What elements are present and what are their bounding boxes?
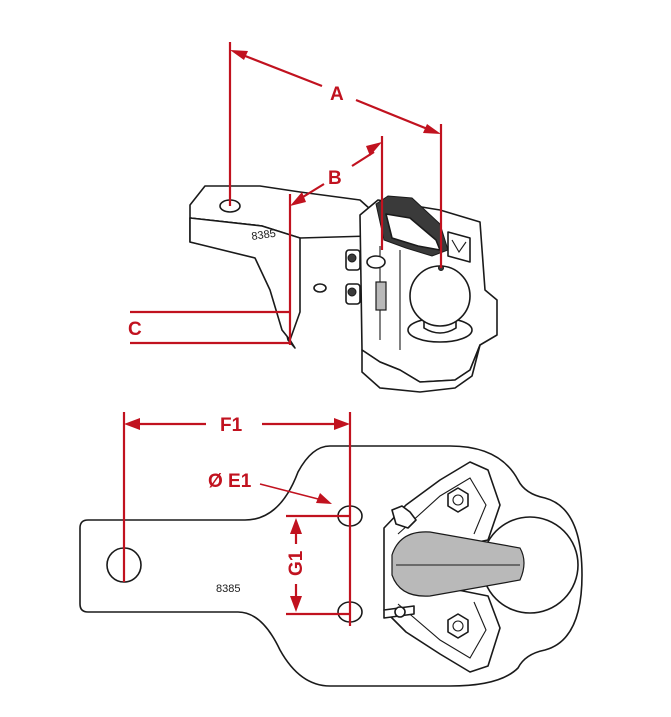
dim-f1-arrow-right	[334, 418, 350, 430]
latch-bolt-lower	[347, 287, 357, 297]
dim-a-line-2	[355, 98, 431, 132]
top-view-dimensions: F1 Ø E1 G1	[122, 412, 352, 626]
hex-bolt-upper	[447, 487, 469, 513]
locking-handle-top	[391, 531, 525, 597]
dim-a-line-1	[239, 52, 323, 88]
housing-pin-hole	[366, 255, 386, 269]
dim-b-label: B	[328, 168, 342, 189]
dim-e1-label: Ø E1	[208, 471, 252, 492]
isometric-view: 8385	[189, 185, 498, 393]
isometric-dimensions: A B C	[128, 42, 443, 345]
dim-a-arrow-left	[230, 50, 248, 60]
part-number: 8385	[216, 583, 240, 595]
drawbar-side-face	[189, 217, 301, 341]
dim-g1-arrow-bottom	[290, 596, 302, 612]
top-view: 8385	[79, 445, 583, 687]
latch-bolt-upper	[347, 253, 357, 263]
hex-bolt-upper-center	[452, 494, 464, 506]
coupling-ball	[409, 265, 471, 327]
spring-clip-upper	[391, 505, 417, 529]
dim-g1-label: G1	[286, 550, 307, 576]
dim-b-arrow-left	[290, 192, 306, 206]
dim-e1-leader	[259, 483, 323, 501]
dim-a-arrow-right	[423, 124, 441, 134]
dim-a-label: A	[330, 84, 344, 105]
dim-g1-arrow-top	[290, 518, 302, 534]
logo-plate	[447, 231, 471, 263]
dim-f1-label: F1	[220, 415, 243, 436]
drawbar-small-hole	[313, 283, 327, 293]
dim-c-label: C	[128, 319, 142, 340]
hex-bolt-lower	[447, 613, 469, 639]
dim-e1-arrow	[316, 493, 332, 504]
dim-b-arrow-right	[366, 142, 382, 156]
drawbar-stamp: 8385	[251, 228, 277, 243]
logo-mark	[451, 239, 467, 254]
dim-f1-arrow-left	[124, 418, 140, 430]
coupling-base-front	[361, 344, 481, 393]
spring-clip-lower-pin	[394, 606, 406, 618]
housing-window	[375, 281, 387, 311]
coupling-bracket-inner	[397, 477, 487, 659]
hex-bolt-lower-center	[452, 620, 464, 632]
